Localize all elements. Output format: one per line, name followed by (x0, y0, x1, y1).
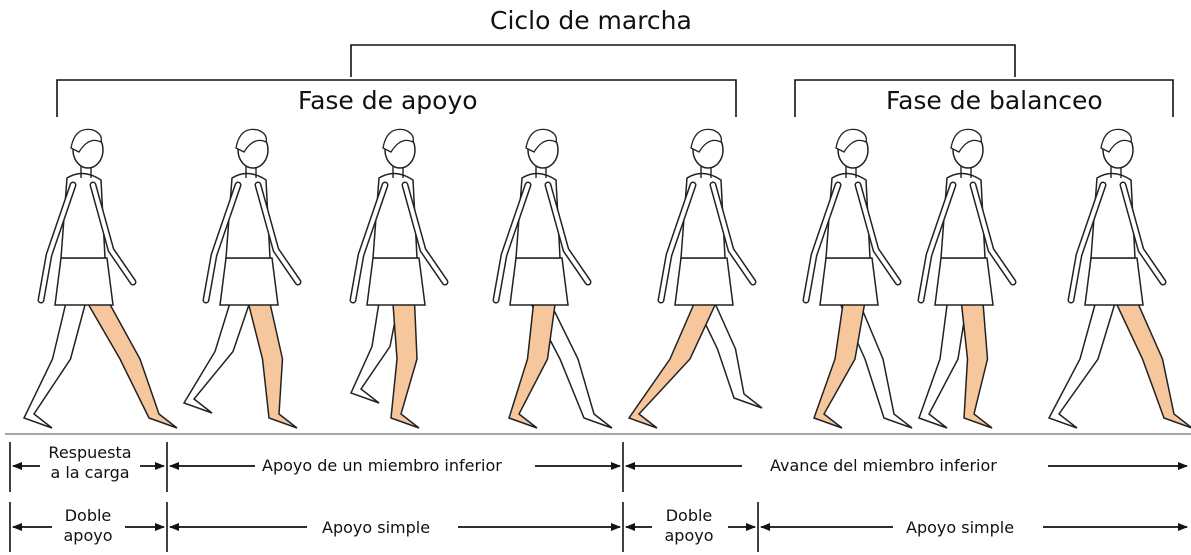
leg-outline (1047, 289, 1121, 429)
swing-phase-label: Fase de balanceo (886, 86, 1103, 115)
double-support-line1: Doble (64, 506, 112, 525)
cycle-bracket (350, 44, 1016, 77)
loading-response-line2: a la carga (50, 463, 130, 483)
shorts (509, 257, 569, 306)
hair (690, 128, 722, 153)
figure-6 (802, 128, 913, 429)
double-support-2-line1: Doble (665, 506, 713, 525)
highlighted-leg (813, 289, 868, 429)
single-support-label: Apoyo simple (322, 518, 431, 537)
figure-2 (182, 128, 302, 429)
double-support-label-2: Doble apoyo (656, 506, 722, 547)
shorts (219, 257, 279, 306)
figure-7 (917, 128, 1017, 429)
shorts (934, 257, 994, 306)
shorts (674, 257, 734, 306)
swing-bracket (794, 79, 1174, 117)
shorts (54, 257, 114, 306)
hair (950, 128, 982, 153)
phase-dividers (9, 442, 759, 552)
highlighted-leg (508, 289, 558, 429)
leg-outline (182, 289, 256, 414)
single-limb-support-label: Apoyo de un miembro inferior (262, 456, 502, 475)
loading-response-line1: Respuesta (48, 443, 132, 462)
limb-advancement-label: Avance del miembro inferior (770, 456, 997, 475)
stance-phase-label: Fase de apoyo (298, 86, 478, 115)
figure-8 (1047, 128, 1191, 429)
shorts (819, 257, 879, 306)
walking-figures (22, 128, 1191, 429)
hair (1100, 128, 1132, 153)
highlighted-leg (78, 289, 178, 429)
hair (235, 128, 267, 153)
double-support-line2: apoyo (63, 526, 113, 546)
figure-4 (492, 128, 613, 429)
hair (835, 128, 867, 153)
highlighted-leg (959, 289, 993, 429)
shorts (1084, 257, 1144, 306)
double-support-label: Doble apoyo (55, 506, 121, 547)
figure-1 (22, 128, 178, 429)
figure-3 (349, 128, 449, 429)
highlighted-leg (390, 289, 420, 429)
highlighted-leg (1108, 289, 1191, 429)
highlighted-leg (244, 289, 298, 429)
highlighted-leg (627, 289, 724, 429)
hair (525, 128, 557, 153)
shorts (366, 257, 426, 306)
gait-cycle-title: Ciclo de marcha (490, 6, 692, 35)
figure-5 (627, 128, 763, 429)
leg-outline (22, 289, 90, 429)
double-support-2-line2: apoyo (664, 526, 714, 546)
stance-bracket (56, 79, 737, 117)
loading-response-label: Respuesta a la carga (40, 443, 140, 484)
hair (382, 128, 414, 153)
single-support-label-2: Apoyo simple (906, 518, 1015, 537)
hair (70, 128, 102, 153)
